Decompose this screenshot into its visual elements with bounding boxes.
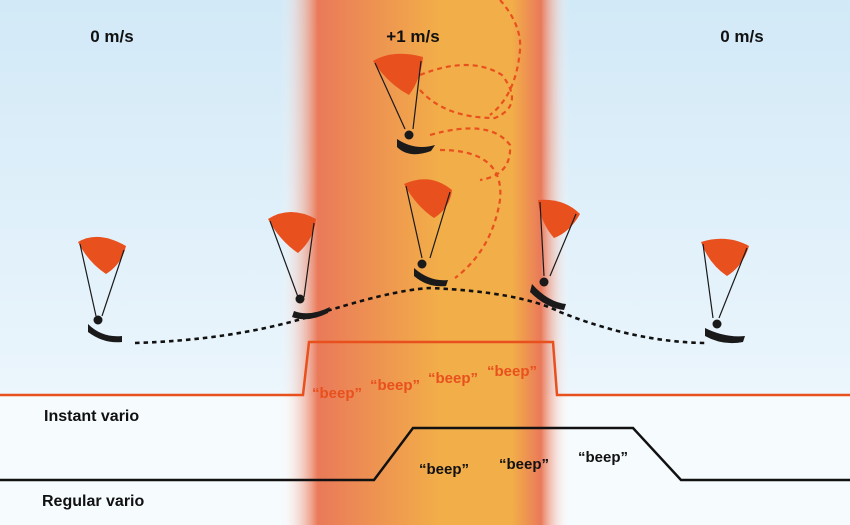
paraglider-icon (78, 236, 126, 343)
center-climb-rate: +1 m/s (386, 27, 439, 46)
regular-beep-1: “beep” (419, 461, 469, 478)
circling-path (419, 0, 522, 279)
instant-beep-3: “beep” (428, 370, 478, 387)
regular-vario-trace (0, 426, 850, 482)
flight-path (134, 286, 706, 345)
instant-beep-4: “beep” (487, 363, 537, 380)
paraglider-icon (373, 53, 435, 155)
paraglider-icon (530, 199, 580, 310)
regular-beep-2: “beep” (499, 456, 549, 473)
right-climb-rate: 0 m/s (720, 27, 763, 46)
paraglider-icon (404, 179, 452, 287)
instant-vario-trace (0, 340, 850, 397)
paraglider-icon (701, 238, 749, 344)
instant-beep-2: “beep” (370, 377, 420, 394)
paraglider-icon (268, 212, 330, 320)
left-climb-rate: 0 m/s (90, 27, 133, 46)
instant-beep-1: “beep” (312, 385, 362, 402)
instant-vario-label: Instant vario (44, 408, 139, 425)
regular-beep-3: “beep” (578, 449, 628, 466)
regular-vario-label: Regular vario (42, 493, 144, 510)
